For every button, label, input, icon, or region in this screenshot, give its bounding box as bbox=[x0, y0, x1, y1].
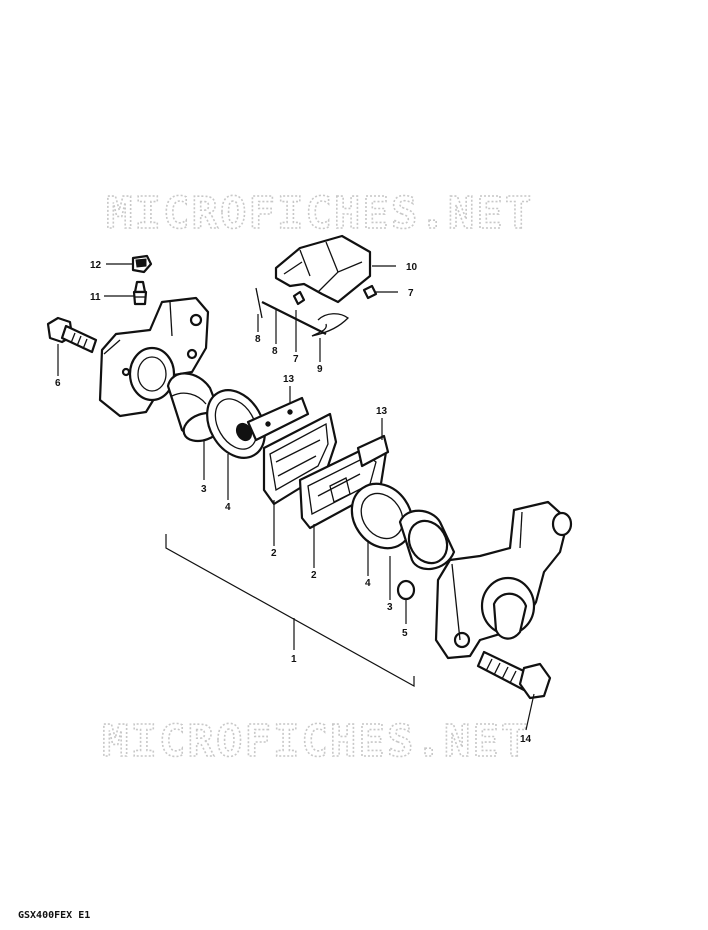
pad-pin bbox=[255, 287, 327, 335]
pad-cover bbox=[274, 234, 372, 304]
callout-10: 10 bbox=[406, 262, 418, 273]
piston-seal-right bbox=[350, 482, 414, 550]
pad-shim-left bbox=[246, 396, 310, 442]
pad-shim-right bbox=[356, 434, 390, 468]
bleeder-valve bbox=[132, 280, 148, 306]
watermark-bottom: MICROFICHES.NET bbox=[102, 716, 529, 767]
callout-3-right: 3 bbox=[387, 602, 393, 613]
callout-9: 9 bbox=[317, 364, 323, 375]
callout-7-right: 7 bbox=[408, 288, 414, 299]
callout-5: 5 bbox=[402, 628, 408, 639]
callout-8: 8 bbox=[272, 346, 278, 357]
piston-right bbox=[398, 509, 456, 571]
callout-14: 14 bbox=[520, 734, 532, 745]
callout-13-right: 13 bbox=[376, 406, 388, 417]
pad-pin-clip bbox=[292, 284, 378, 306]
leader-lines bbox=[57, 263, 535, 731]
callout-3-left: 3 bbox=[201, 484, 207, 495]
callout-4-left: 4 bbox=[225, 502, 231, 513]
callout-labels: 12 11 6 10 7 8 8 7 9 13 13 3 4 2 2 4 3 5… bbox=[55, 260, 532, 745]
piston-seal-left bbox=[206, 389, 266, 459]
caliper-bolt-left bbox=[46, 316, 98, 354]
callout-6: 6 bbox=[55, 378, 61, 389]
callout-1: 1 bbox=[291, 654, 297, 665]
caliper-bolt-right bbox=[476, 650, 552, 700]
callout-13-left: 13 bbox=[283, 374, 295, 385]
plug-cap bbox=[396, 579, 416, 601]
callout-8-left: 8 bbox=[255, 334, 261, 345]
bleeder-cap bbox=[131, 254, 153, 274]
callout-2-right: 2 bbox=[311, 570, 317, 581]
footer-model-code: GSX400FEX E1 bbox=[18, 910, 90, 921]
callout-12: 12 bbox=[90, 260, 102, 271]
watermark-top: MICROFICHES.NET bbox=[106, 188, 533, 239]
pad-spring bbox=[311, 313, 349, 337]
caliper-housing-left bbox=[98, 296, 210, 418]
caliper-housing-right bbox=[434, 500, 573, 660]
callout-11: 11 bbox=[90, 292, 101, 303]
callout-4-right: 4 bbox=[365, 578, 371, 589]
assembly-bracket bbox=[165, 534, 415, 688]
callout-7: 7 bbox=[293, 354, 299, 365]
callout-2-left: 2 bbox=[271, 548, 277, 559]
